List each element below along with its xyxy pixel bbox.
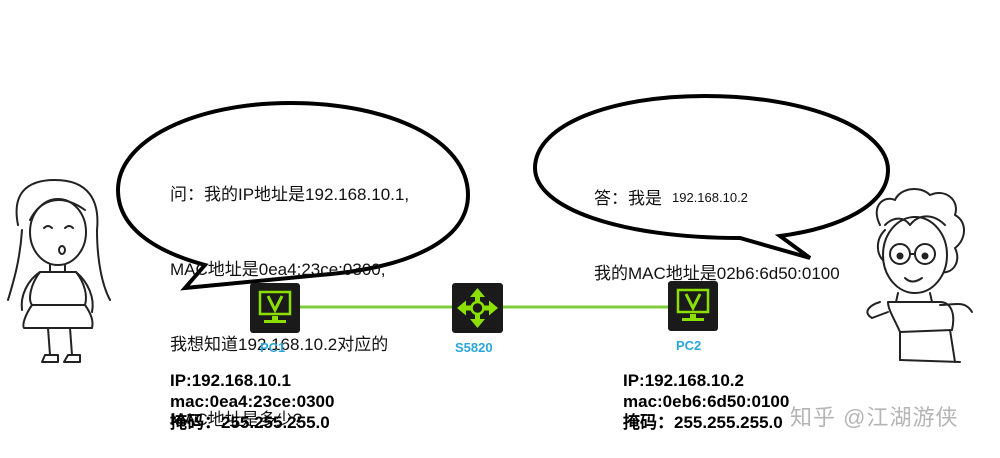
pc2-mask: 掩码：255.255.255.0 — [623, 413, 783, 432]
left-bubble-line: 问：我的IP地址是192.168.10.1, — [170, 185, 410, 204]
left-bubble-line: 我想知道192.168.10.2对应的 — [170, 335, 389, 354]
pc2-ip: IP:192.168.10.2 — [623, 371, 744, 390]
pc1-mask: 掩码：255.255.255.0 — [170, 413, 330, 432]
right-bubble-line-1: 答：我是 192.168.10.2 — [594, 185, 840, 211]
answer-prefix: 答：我是 — [594, 189, 662, 208]
switch-device — [452, 283, 503, 333]
pc1-mac: mac:0ea4:23ce:0300 — [170, 392, 335, 411]
pc2-device — [668, 281, 718, 331]
switch-label: S5820 — [455, 340, 493, 355]
switch-arrows-icon — [457, 288, 498, 328]
pc1-device — [250, 283, 300, 333]
pc2-info: IP:192.168.10.2 mac:0eb6:6d50:0100 掩码：25… — [623, 370, 789, 433]
pc2-mac: mac:0eb6:6d50:0100 — [623, 392, 790, 411]
left-bubble-line: MAC地址是多少? — [170, 410, 303, 429]
monitor-v-icon — [258, 290, 292, 323]
right-bubble-line-2: 我的MAC地址是02b6:6d50:0100 — [594, 264, 840, 283]
pc1-ip: IP:192.168.10.1 — [170, 371, 291, 390]
pc1-info: IP:192.168.10.1 mac:0ea4:23ce:0300 掩码：25… — [170, 370, 334, 433]
left-bubble-line: MAC地址是0ea4:23ce:0300, — [170, 260, 386, 279]
boy-character-illustration — [866, 188, 973, 363]
right-bubble-text: 答：我是 192.168.10.2 我的MAC地址是02b6:6d50:0100 — [594, 135, 840, 311]
left-bubble-text: 问：我的IP地址是192.168.10.1, MAC地址是0ea4:23ce:0… — [170, 132, 409, 457]
answer-ip: 192.168.10.2 — [672, 190, 748, 205]
monitor-v-icon — [676, 288, 710, 321]
left-speech-bubble — [115, 100, 471, 291]
girl-character-illustration — [7, 179, 111, 363]
pc1-label: PC1 — [260, 340, 286, 355]
right-speech-bubble — [532, 93, 891, 260]
pc2-label: PC2 — [676, 338, 702, 353]
watermark: 知乎 @江湖游侠 — [790, 405, 959, 430]
